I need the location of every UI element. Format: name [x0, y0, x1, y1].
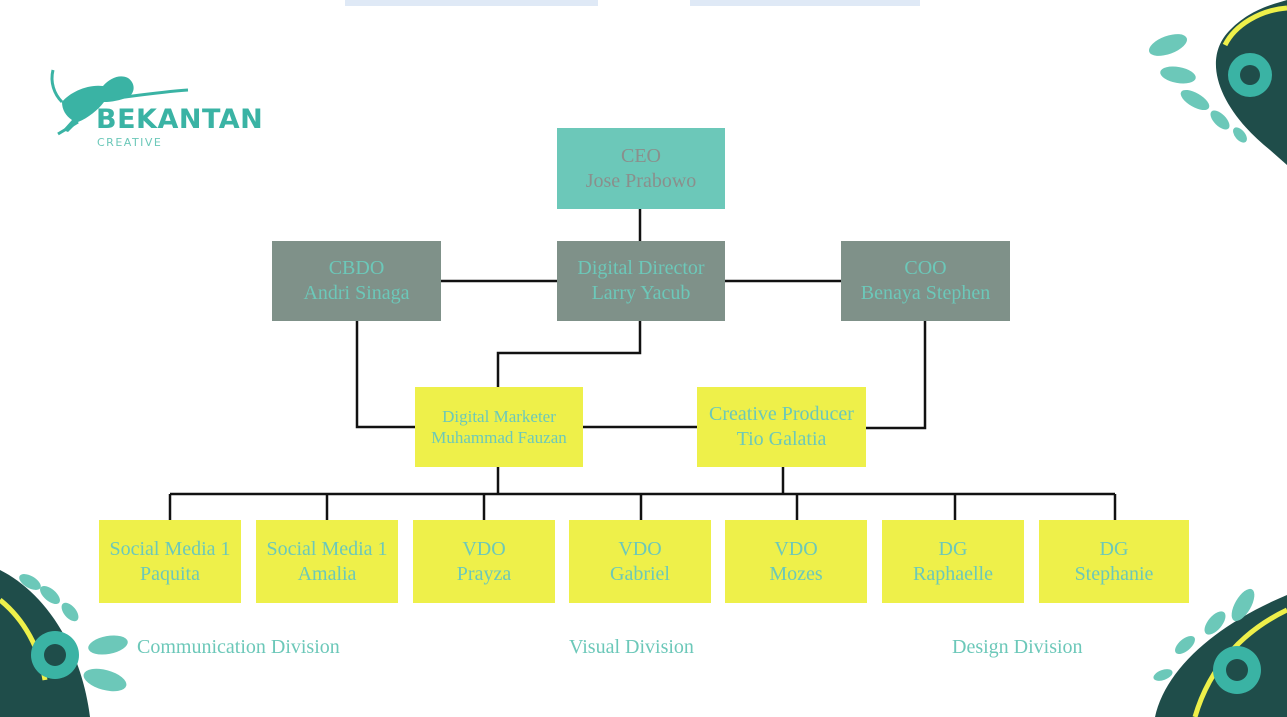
node-staff-vdo-mozes: VDO Mozes: [725, 520, 867, 603]
division-label-design: Design Division: [952, 636, 1083, 658]
node-digital-director-role: Digital Director: [577, 257, 705, 279]
staff-role: Social Media 1: [266, 537, 388, 560]
logo-tagline: CREATIVE: [97, 136, 163, 149]
node-creative-producer: Creative Producer Tio Galatia: [697, 387, 866, 467]
staff-name: Stephanie: [1074, 562, 1154, 585]
node-ceo-role: CEO: [621, 144, 661, 167]
node-staff-vdo-prayza: VDO Prayza: [413, 520, 555, 603]
node-ceo-name: Jose Prabowo: [585, 169, 697, 192]
bottom-right-swirl-decoration: [1153, 588, 1287, 717]
node-cbdo-role: CBDO: [328, 257, 385, 279]
division-label-communication: Communication Division: [137, 636, 340, 658]
staff-name: Amalia: [297, 562, 357, 585]
node-digital-marketer-name: Muhammad Fauzan: [431, 428, 567, 447]
node-digital-director: Digital Director Larry Yacub: [557, 241, 725, 321]
top-right-swirl-decoration: [1148, 0, 1287, 165]
node-ceo: CEO Jose Prabowo: [557, 128, 725, 209]
node-coo-role: COO: [904, 257, 947, 279]
staff-name: Raphaelle: [913, 562, 993, 585]
staff-role: VDO: [618, 537, 662, 560]
node-staff-social-media-amalia: Social Media 1 Amalia: [256, 520, 398, 603]
staff-name: Paquita: [140, 562, 200, 585]
connector-director-marketer: [496, 321, 642, 387]
staff-role: VDO: [462, 537, 506, 560]
node-digital-marketer-role: Digital Marketer: [442, 406, 556, 426]
node-staff-dg-stephanie: DG Stephanie: [1039, 520, 1189, 603]
node-staff-vdo-gabriel: VDO Gabriel: [569, 520, 711, 603]
staff-role: DG: [1099, 537, 1129, 560]
bottom-left-swirl-decoration: [0, 570, 128, 717]
top-accent-gap: [598, 0, 690, 6]
node-cbdo-name: Andri Sinaga: [303, 282, 410, 304]
node-cbdo: CBDO Andri Sinaga: [272, 241, 441, 321]
division-label-visual: Visual Division: [569, 636, 694, 658]
logo-brand-name: BEKANTAN: [96, 104, 264, 135]
staff-role: VDO: [774, 537, 818, 560]
node-creative-producer-role: Creative Producer: [709, 403, 854, 425]
node-digital-director-name: Larry Yacub: [591, 282, 691, 304]
node-staff-social-media-paquita: Social Media 1 Paquita: [99, 520, 241, 603]
node-digital-marketer: Digital Marketer Muhammad Fauzan: [415, 387, 583, 467]
node-coo-name: Benaya Stephen: [860, 282, 991, 304]
staff-role: DG: [938, 537, 968, 560]
node-staff-dg-raphaelle: DG Raphaelle: [882, 520, 1024, 603]
staff-name: Mozes: [769, 562, 823, 585]
node-coo: COO Benaya Stephen: [841, 241, 1010, 321]
connector-cbdo-marketer: [355, 321, 415, 429]
monkey-logo-icon: [50, 69, 189, 136]
node-creative-producer-name: Tio Galatia: [736, 428, 827, 450]
staff-name: Prayza: [456, 562, 512, 585]
connector-coo-producer: [866, 321, 927, 430]
staff-name: Gabriel: [610, 562, 670, 585]
staff-role: Social Media 1: [109, 537, 231, 560]
